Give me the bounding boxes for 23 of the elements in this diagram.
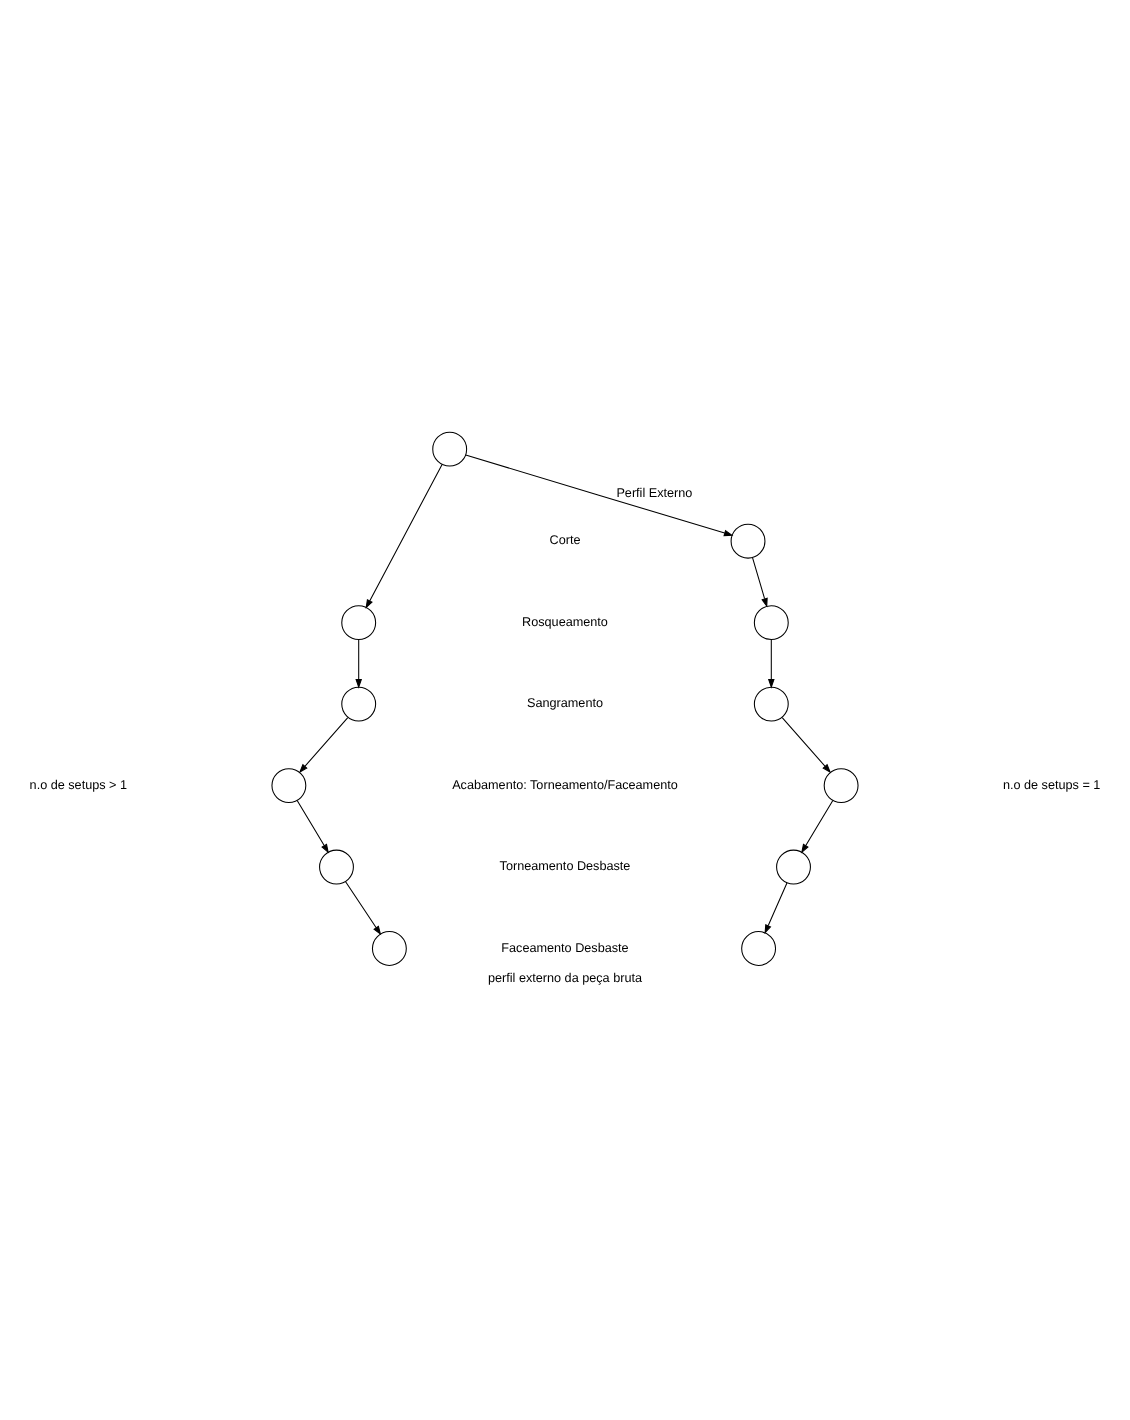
arrow	[365, 463, 443, 608]
node-circle	[371, 930, 407, 965]
arrow	[801, 798, 834, 853]
node-circle	[776, 848, 811, 884]
arrow	[767, 638, 775, 688]
node-circle	[823, 767, 859, 803]
arrow	[752, 556, 768, 607]
arrow	[296, 798, 329, 853]
arrow	[298, 716, 349, 773]
node-circle	[730, 522, 766, 558]
node-circle	[319, 848, 354, 884]
node-circle	[432, 430, 468, 466]
arrow	[764, 881, 788, 934]
node-circle	[341, 685, 377, 721]
node-circle	[271, 767, 307, 803]
node-circle	[753, 604, 789, 640]
arrow	[781, 716, 832, 773]
node-circle	[341, 604, 377, 640]
node-circle	[753, 685, 789, 721]
arrow	[465, 453, 734, 536]
arrow	[355, 638, 363, 688]
arrow	[344, 880, 382, 935]
node-circle	[741, 930, 777, 965]
